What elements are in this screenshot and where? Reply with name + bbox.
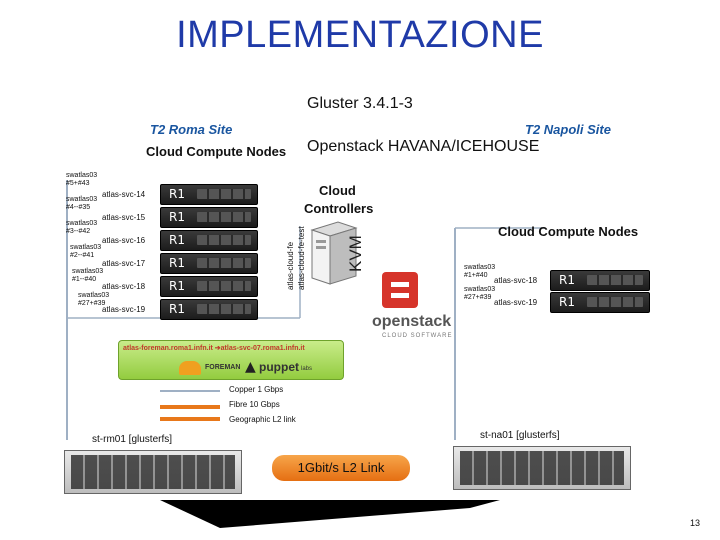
roma-rack-server: R1: [160, 230, 258, 251]
controller-tower-icon: [310, 221, 358, 285]
roma-rack-server: R1: [160, 253, 258, 274]
roma-svc-label: atlas-svc-17: [102, 259, 146, 268]
rack-label: R1: [169, 210, 185, 224]
rack-label: R1: [169, 187, 185, 201]
rack-label: R1: [169, 302, 185, 316]
roma-rack-server: R1: [160, 207, 258, 228]
l2-link-bar: 1Gbit/s L2 Link: [272, 455, 410, 481]
roma-svc-label: atlas-svc-15: [102, 213, 146, 222]
napoli-compute-heading: Cloud Compute Nodes: [498, 224, 639, 239]
controller-vlabel-1: atlas-cloud-fe: [286, 241, 295, 290]
page-number: 13: [690, 518, 701, 528]
rack-label: R1: [169, 256, 185, 270]
napoli-rack-server: R1: [550, 292, 650, 313]
napoli-site-label: T2 Napoli Site: [525, 122, 611, 137]
legend-geo-label: Geographic L2 link: [229, 415, 296, 424]
openstack-tagline: CLOUD SOFTWARE: [382, 333, 453, 339]
legend-fibre-label: Fibre 10 Gbps: [229, 400, 280, 409]
rack-label: R1: [559, 295, 575, 309]
openstack-version: Openstack HAVANA/ICEHOUSE: [307, 138, 540, 155]
openstack-logo-icon: [382, 272, 418, 308]
roma-rack-server: R1: [160, 184, 258, 205]
kvm-logo: KVM: [346, 235, 365, 272]
storage-left-server: [64, 450, 242, 494]
rack-label: R1: [169, 279, 185, 293]
napoli-svc-label: atlas-svc-18: [494, 276, 538, 285]
gluster-version: Gluster 3.4.1-3: [307, 95, 413, 112]
napoli-rack-server: R1: [550, 270, 650, 291]
roma-svc-label: atlas-svc-18: [102, 282, 146, 291]
storage-right-server: [453, 446, 631, 490]
controllers-heading-1: Cloud: [319, 183, 356, 198]
roma-svc-label: atlas-svc-19: [102, 305, 146, 314]
storage-left-label: st-rm01 [glusterfs]: [92, 434, 173, 445]
legend-geo-swatch: [160, 417, 220, 421]
foreman-helmet-icon: [179, 361, 201, 375]
legend-copper-swatch: [160, 390, 220, 392]
napoli-svc-label: atlas-svc-19: [494, 298, 538, 307]
napoli-host-label: swatlas03#1+#40: [464, 264, 496, 279]
roma-rack-server: R1: [160, 276, 258, 297]
puppet-logo: ▲: [245, 359, 256, 375]
foreman-text: atlas-foreman.roma1.infn.it ➔atlas-svc-0…: [123, 345, 305, 352]
roma-rack-server: R1: [160, 299, 258, 320]
controllers-heading-2: Controllers: [304, 201, 374, 216]
roma-svc-label: atlas-svc-16: [102, 236, 146, 245]
rack-label: R1: [559, 273, 575, 287]
foreman-label: FOREMAN: [205, 364, 241, 371]
napoli-host-label: swatlas03#27+#39: [464, 286, 496, 301]
roma-site-label: T2 Roma Site: [150, 122, 233, 137]
openstack-name: openstack: [372, 313, 452, 330]
roma-compute-heading: Cloud Compute Nodes: [146, 144, 287, 159]
controller-vlabel-2: atlas-cloud-fe-test: [297, 226, 306, 290]
rack-label: R1: [169, 233, 185, 247]
roma-svc-label: atlas-svc-14: [102, 190, 146, 199]
legend-copper-label: Copper 1 Gbps: [229, 385, 284, 394]
storage-right-label: st-na01 [glusterfs]: [480, 430, 560, 441]
puppet-label: puppet: [259, 360, 299, 374]
foreman-box: atlas-foreman.roma1.infn.it ➔atlas-svc-0…: [118, 340, 344, 380]
legend-fibre-swatch: [160, 405, 220, 409]
page-title: IMPLEMENTAZIONE: [176, 14, 544, 56]
puppet-sub: labs: [301, 366, 313, 372]
